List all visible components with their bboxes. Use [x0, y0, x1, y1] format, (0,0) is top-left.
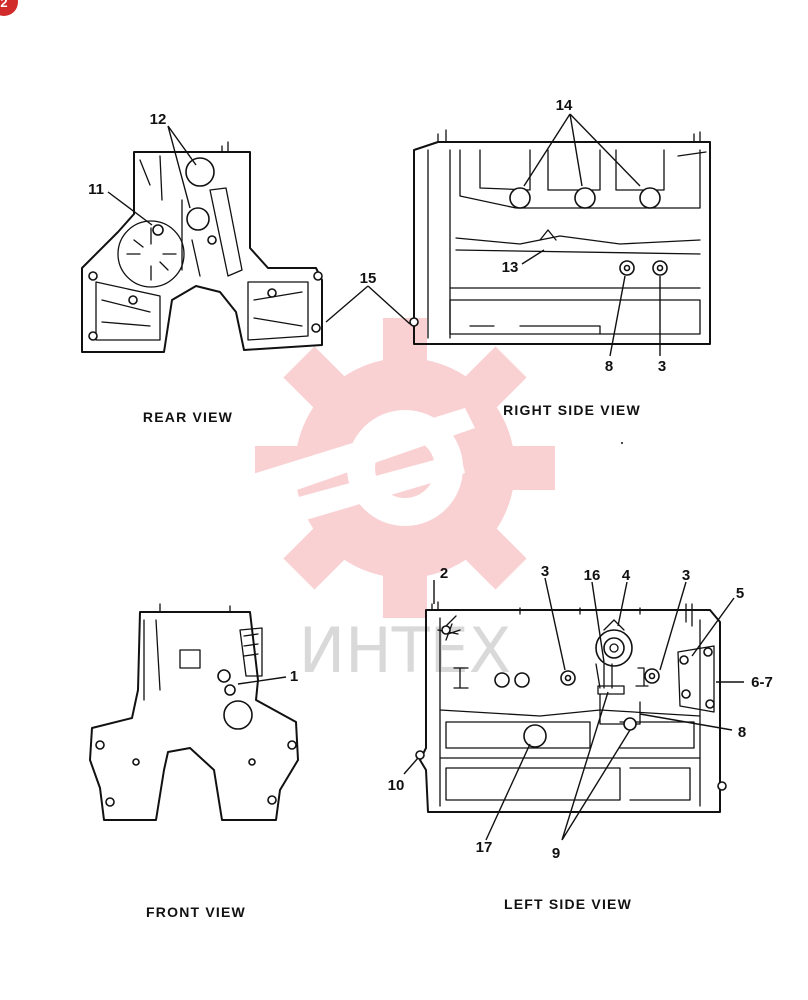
callout-3-left-a: 3 — [541, 563, 549, 580]
callout-16: 16 — [584, 567, 601, 584]
callout-13: 13 — [502, 259, 519, 276]
callout-15: 15 — [360, 270, 377, 287]
callout-9: 9 — [552, 845, 560, 862]
rear-view-drawing — [81, 141, 323, 353]
callout-5: 5 — [736, 585, 744, 602]
callout-12: 12 — [150, 111, 167, 128]
left-side-view-caption: LEFT SIDE VIEW — [504, 896, 632, 912]
callout-14: 14 — [556, 97, 573, 114]
callout-10: 10 — [388, 777, 405, 794]
callout-4: 4 — [622, 567, 631, 584]
left-side-view-drawing — [415, 601, 727, 813]
watermark-gear-icon — [240, 318, 555, 618]
callout-8-left: 8 — [738, 724, 746, 741]
page-badge: 2 — [0, 0, 18, 16]
callout-17: 17 — [476, 839, 493, 856]
callout-6-7: 6-7 — [751, 674, 773, 691]
right-side-view-leaders — [521, 113, 661, 357]
right-side-view-caption: RIGHT SIDE VIEW — [503, 402, 641, 418]
callout-8-right: 8 — [605, 358, 613, 375]
front-view-drawing — [89, 603, 299, 821]
front-view-caption: FRONT VIEW — [146, 904, 246, 920]
front-view-leaders — [237, 676, 287, 685]
callout-1: 1 — [290, 668, 298, 685]
callout-3-right: 3 — [658, 358, 666, 375]
left-side-view-leaders — [403, 577, 744, 841]
stray-dot — [621, 442, 623, 444]
rear-view-leaders — [107, 125, 411, 325]
callout-2: 2 — [440, 565, 448, 582]
right-side-view-drawing — [409, 129, 711, 345]
callout-11: 11 — [88, 181, 104, 198]
rear-view-caption: REAR VIEW — [143, 409, 233, 425]
callout-3-left-b: 3 — [682, 567, 690, 584]
watermark-text: ИНТЕХ — [299, 614, 512, 687]
